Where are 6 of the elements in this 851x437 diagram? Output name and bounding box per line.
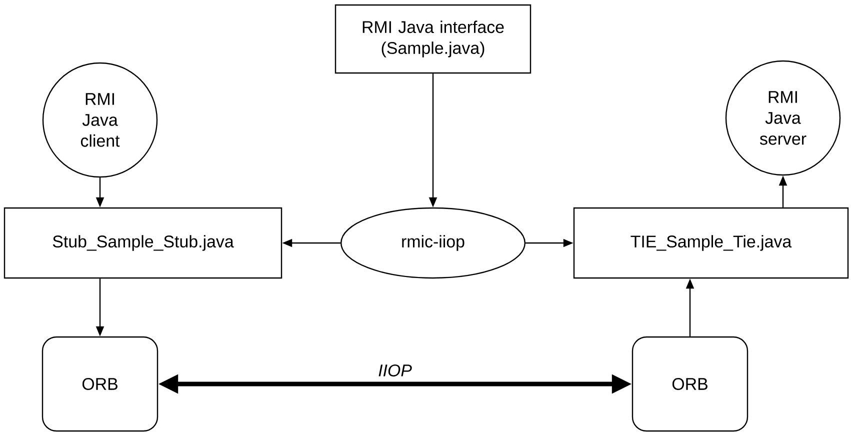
stub-box: Stub_Sample_Stub.java: [4, 207, 282, 279]
edge-label: IIOP: [378, 364, 412, 376]
tie-box: TIE_Sample_Tie.java: [573, 207, 849, 279]
orb-box: ORB: [632, 336, 748, 432]
orb-box: ORB: [42, 336, 158, 432]
interface-box: RMI Java interface (Sample.java): [334, 4, 532, 74]
